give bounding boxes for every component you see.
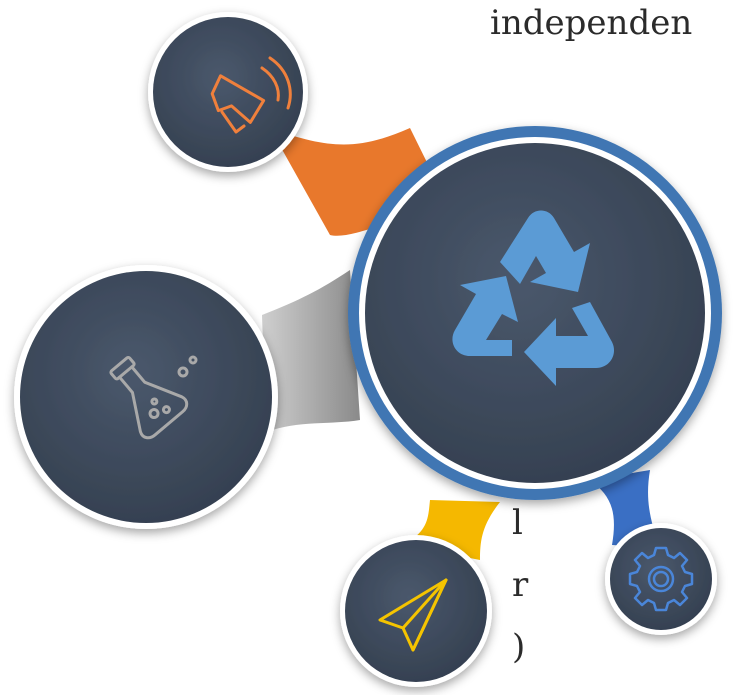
- text-fragment-top: independen: [490, 3, 693, 43]
- flask-icon: [109, 355, 198, 440]
- speaker-icon: [210, 56, 292, 134]
- flask-circle: [14, 265, 278, 529]
- paper-plane-icon: [378, 578, 448, 652]
- center-hub: [348, 126, 722, 500]
- connector-gray: [262, 270, 360, 432]
- text-fragment-line-3: ): [512, 627, 526, 667]
- recycle-icon: [452, 210, 615, 386]
- speaker-circle: [148, 12, 308, 172]
- gear-icon: [628, 546, 694, 612]
- plane-circle: [340, 535, 492, 687]
- text-fragment-line-1: l: [512, 503, 523, 543]
- text-fragment-line-2: r: [512, 565, 529, 605]
- gear-circle: [605, 523, 717, 635]
